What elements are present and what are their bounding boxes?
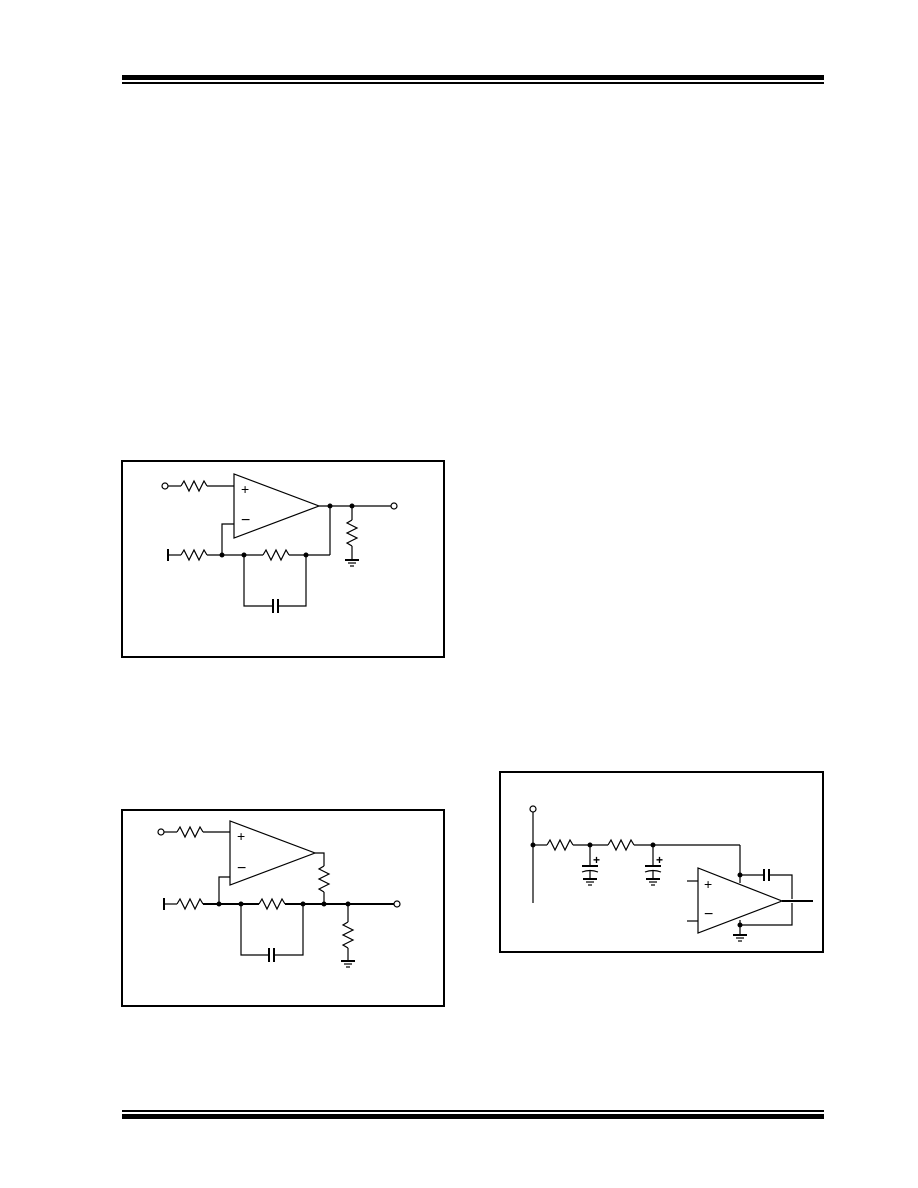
figure-1-schematic: + − [161,473,398,613]
input-resistor [176,825,204,839]
footer-rule-thin [122,1110,824,1112]
cap-2-polarity: + [656,853,663,867]
op-amp-plus-label: + [241,481,249,497]
op-amp-triangle [229,820,317,886]
feedback-resistor [262,548,290,562]
figure-3-filter-circuit: + + + − [499,771,824,953]
output-terminal [393,900,401,908]
feedback-resistor [258,897,286,911]
load-resistor [341,921,355,949]
op-amp-minus-label: − [704,906,713,923]
figure-2-amplifier-with-series-output-resistor: + − [121,809,445,1007]
op-amp-plus-label: + [237,828,245,844]
header-rule-thick [122,75,824,80]
ground-resistor [176,897,204,911]
figure-2-schematic: + − [157,820,401,968]
filter-resistor-1 [546,838,574,852]
figure-3-schematic: + + + − [529,805,813,942]
output-series-resistor [317,865,331,893]
load-resistor [345,519,359,547]
output-terminal [390,502,398,510]
input-terminal [161,482,169,490]
footer-rule-thick [122,1114,824,1119]
filter-resistor-2 [607,838,635,852]
op-amp-triangle [697,867,784,934]
cap-1-polarity: + [593,853,600,867]
op-amp-plus-label: + [704,876,712,892]
figure-1-non-inverting-amplifier: + − [121,460,445,658]
input-resistor [180,479,208,493]
op-amp-minus-label: − [237,860,246,877]
input-terminal [529,805,537,813]
header-rule-thin [122,82,824,84]
op-amp-minus-label: − [241,512,250,529]
ground-resistor [180,548,208,562]
input-terminal [157,828,165,836]
op-amp-triangle [233,473,321,539]
